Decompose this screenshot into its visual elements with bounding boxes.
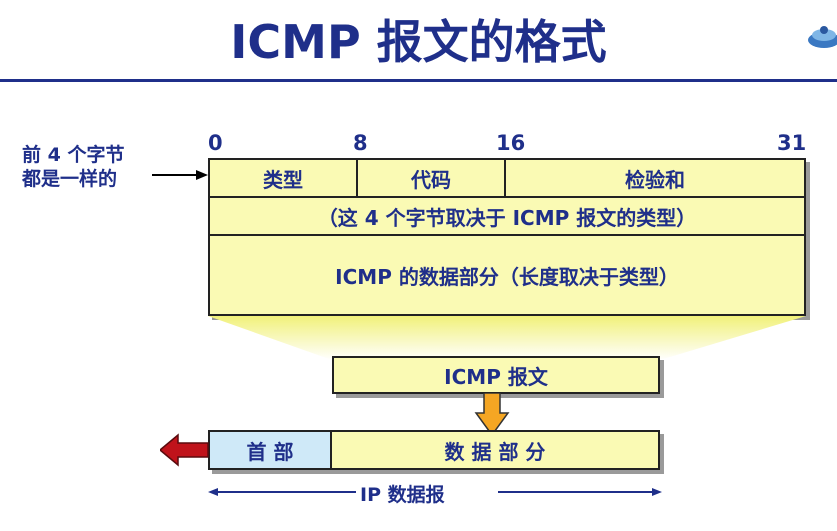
field-type: 类型 xyxy=(208,158,358,198)
row-icmp-data: ICMP 的数据部分（长度取决于类型） xyxy=(208,234,806,316)
icmp-packet-box: ICMP 报文 xyxy=(332,356,660,394)
left-arrow-icon xyxy=(160,433,209,467)
icmp-format-table: 类型 代码 检验和 （这 4 个字节取决于 ICMP 报文的类型） ICMP 的… xyxy=(208,158,806,316)
field-code: 代码 xyxy=(356,158,506,198)
side-note: 前 4 个字节 都是一样的 xyxy=(22,143,162,191)
down-arrow-icon xyxy=(474,393,510,437)
tick-0: 0 xyxy=(208,131,223,155)
field-checksum: 检验和 xyxy=(504,158,806,198)
row-type-dependent: （这 4 个字节取决于 ICMP 报文的类型） xyxy=(208,196,806,236)
tick-8: 8 xyxy=(353,131,368,155)
side-note-line2: 都是一样的 xyxy=(22,168,118,190)
tick-31: 31 xyxy=(777,131,807,155)
funnel-shape xyxy=(208,316,806,360)
page-title: ICMP 报文的格式 xyxy=(230,15,607,69)
ip-header-box: 首 部 xyxy=(208,430,332,470)
network-logo-icon xyxy=(808,26,837,48)
ip-datagram-span xyxy=(208,488,662,496)
side-note-line1: 前 4 个字节 xyxy=(22,144,125,166)
title-underline xyxy=(0,79,837,82)
tick-16: 16 xyxy=(496,131,526,155)
ip-data-box: 数 据 部 分 xyxy=(330,430,660,470)
side-note-arrow xyxy=(152,170,208,180)
ip-datagram-caption: IP 数据报 xyxy=(360,484,445,506)
